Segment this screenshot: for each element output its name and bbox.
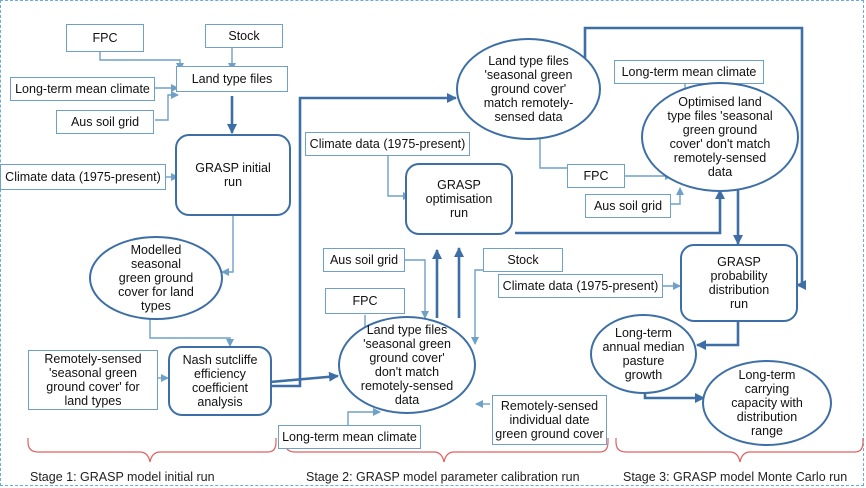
land-type-match-label: Land type files 'seasonal green ground c… [483,54,574,124]
fpc-input-box: FPC [66,24,144,52]
climate-data-box: Climate data (1975-present) [0,164,166,190]
long-term-mean-climate-box-3: Long-term mean climate [614,60,764,84]
modelled-cover-label: Modelled seasonal green ground cover for… [118,243,194,313]
long-term-mean-climate-box-2: Long-term mean climate [278,425,421,449]
nash-sutcliffe-node: Nash sutcliffe efficiency coefficient an… [168,346,272,416]
land-type-dont-match-ellipse: Land type files 'seasonal green ground c… [338,316,476,414]
land-type-match-ellipse: Land type files 'seasonal green ground c… [456,38,601,140]
climate-data-label-3: Climate data (1975-present) [502,279,659,293]
grasp-probability-label: GRASP probability distribution run [708,255,770,311]
long-term-mean-climate-label-3: Long-term mean climate [621,65,757,79]
stage-3-label: Stage 3: GRASP model Monte Carlo run [623,470,848,484]
fpc-label-3: FPC [583,169,609,183]
remote-individual-date-label: Remotely-sensed individual date green gr… [495,399,604,441]
land-type-files-box: Land type files [176,66,288,92]
grasp-optimisation-label: GRASP optimisation run [425,178,493,220]
climate-data-box-3: Climate data (1975-present) [498,274,663,298]
grasp-optimisation-node: GRASP optimisation run [405,163,513,235]
aus-soil-grid-box-2: Aus soil grid [323,248,405,272]
fpc-label: FPC [92,31,118,45]
stock-input-box-2: Stock [483,248,563,272]
grasp-initial-run-node: GRASP initial run [175,134,291,216]
climate-data-label-2: Climate data (1975-present) [309,137,466,151]
aus-soil-grid-label-3: Aus soil grid [593,199,663,213]
long-term-growth-ellipse: Long-term annual median pasture growth [590,314,697,394]
grasp-probability-node: GRASP probability distribution run [680,244,798,322]
climate-data-label: Climate data (1975-present) [5,170,161,184]
carrying-capacity-label: Long-term carrying capacity with distrib… [731,368,803,438]
aus-soil-grid-label-2: Aus soil grid [329,253,399,267]
modelled-cover-ellipse: Modelled seasonal green ground cover for… [89,236,223,320]
optimised-land-type-ellipse: Optimised land type files 'seasonal gree… [641,82,799,192]
fpc-label-2: FPC [352,294,378,308]
aus-soil-grid-label: Aus soil grid [70,115,140,129]
remote-individual-date-box: Remotely-sensed individual date green gr… [492,395,607,445]
remote-sensed-cover-box: Remotely-sensed 'seasonal green ground c… [28,350,158,410]
nash-sutcliffe-label: Nash sutcliffe efficiency coefficient an… [182,353,258,409]
long-term-mean-climate-label-2: Long-term mean climate [282,430,417,444]
long-term-growth-label: Long-term annual median pasture growth [602,326,685,382]
stock-input-box: Stock [205,24,283,48]
stage-1-label: Stage 1: GRASP model initial run [30,470,215,484]
land-type-files-label: Land type files [191,72,273,86]
aus-soil-grid-box: Aus soil grid [56,110,154,134]
long-term-mean-climate-box: Long-term mean climate [10,77,155,101]
stage-2-label: Stage 2: GRASP model parameter calibrati… [306,470,580,484]
carrying-capacity-ellipse: Long-term carrying capacity with distrib… [702,360,832,446]
long-term-mean-climate-label: Long-term mean climate [15,82,150,96]
grasp-initial-run-label: GRASP initial run [195,161,271,189]
stock-label-2: Stock [507,253,539,267]
fpc-input-box-2: FPC [325,288,405,314]
remote-sensed-cover-label: Remotely-sensed 'seasonal green ground c… [44,352,142,408]
aus-soil-grid-box-3: Aus soil grid [585,194,671,218]
climate-data-box-2: Climate data (1975-present) [305,132,470,156]
optimised-land-type-label: Optimised land type files 'seasonal gree… [667,95,773,179]
stock-label: Stock [228,29,260,43]
land-type-dont-match-label: Land type files 'seasonal green ground c… [360,323,454,407]
fpc-input-box-3: FPC [567,164,625,188]
